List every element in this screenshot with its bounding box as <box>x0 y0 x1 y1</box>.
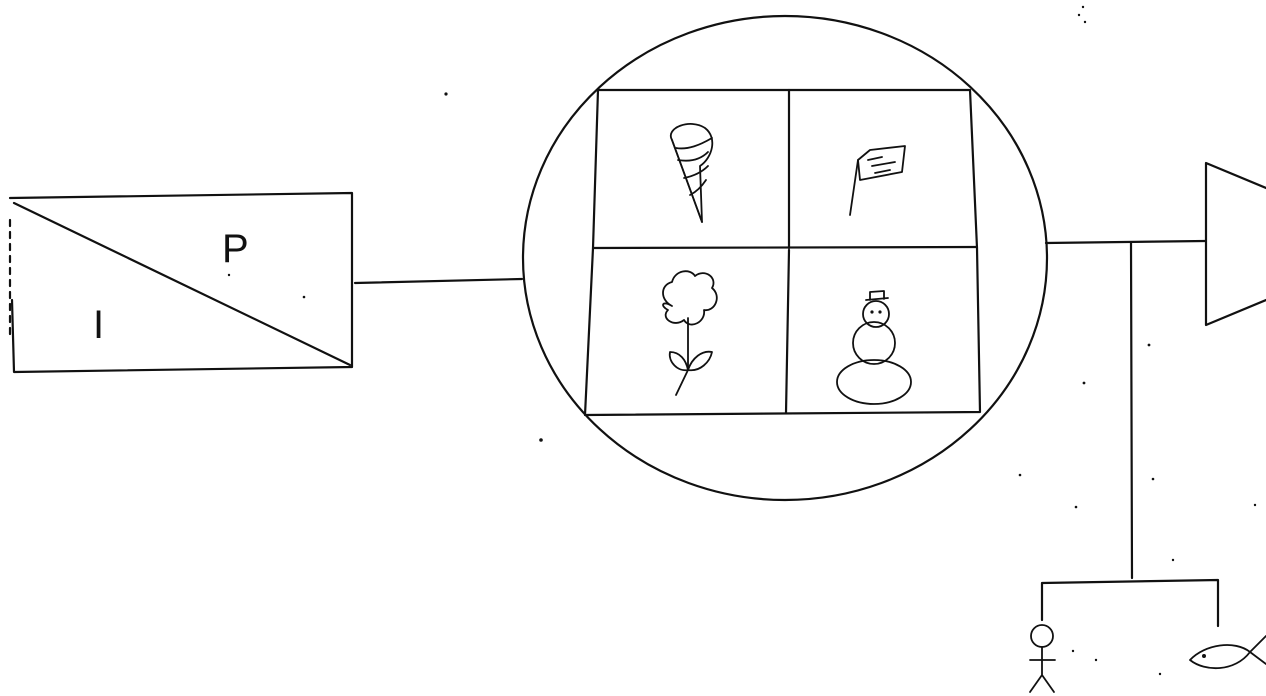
connector-branch-vertical <box>1129 241 1134 580</box>
flag-icon <box>849 145 906 216</box>
lens-circle <box>521 14 1049 502</box>
lens-grid-horizontal-divider <box>591 245 979 250</box>
stick-figure-icon <box>1029 624 1056 693</box>
flower-icon <box>662 270 718 396</box>
connector-lens-to-output <box>1044 239 1207 245</box>
split-panel-diagonal <box>12 201 352 367</box>
scan-specks <box>227 5 1257 676</box>
panel-label-p: P <box>222 227 249 271</box>
connector-branch-split <box>1040 578 1220 628</box>
connector-panel-to-lens <box>353 277 524 285</box>
panel-label-i: I <box>93 303 104 347</box>
split-panel-frame <box>8 191 354 374</box>
ice-cream-cone-icon <box>669 123 714 223</box>
snowman-icon <box>836 290 912 405</box>
speaker-horn-icon <box>1204 161 1266 327</box>
fish-icon <box>1189 635 1266 670</box>
lens-grid-frame <box>583 88 982 417</box>
lens-grid <box>583 88 982 417</box>
lens-grid-vertical-divider <box>784 88 791 415</box>
split-panel: P I <box>8 191 354 374</box>
